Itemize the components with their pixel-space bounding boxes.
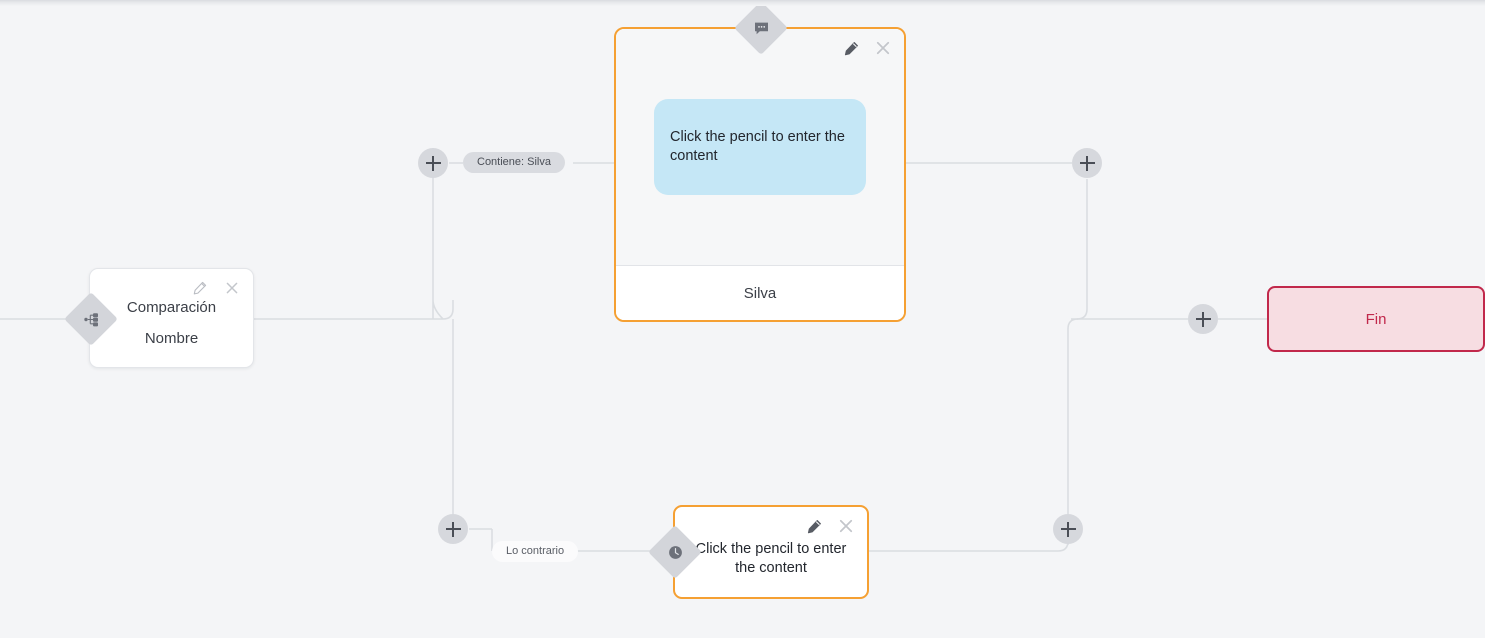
pencil-icon[interactable] bbox=[192, 280, 208, 296]
comparison-node-badge bbox=[64, 292, 118, 346]
edge-label-branch-true[interactable]: Contiene: Silva bbox=[463, 152, 565, 173]
message-node-footer: Silva bbox=[616, 265, 904, 320]
close-icon[interactable] bbox=[224, 280, 240, 296]
message-bubble-text: Click the pencil to enter the content bbox=[670, 129, 845, 164]
pencil-icon[interactable] bbox=[843, 40, 859, 56]
branch-split-icon bbox=[72, 300, 110, 338]
window-top-edge bbox=[0, 0, 1485, 6]
close-icon[interactable] bbox=[838, 518, 854, 534]
add-node-before-end[interactable] bbox=[1188, 304, 1218, 334]
add-node-bottom-right[interactable] bbox=[1053, 514, 1083, 544]
wait-node[interactable]: Click the pencil to enter the content bbox=[673, 505, 869, 599]
add-node-bottom-left[interactable] bbox=[438, 514, 468, 544]
wait-node-badge bbox=[648, 525, 702, 579]
close-icon[interactable] bbox=[875, 40, 891, 56]
comparison-node[interactable]: Comparación Nombre bbox=[89, 268, 254, 368]
message-node-actions bbox=[843, 40, 891, 56]
comparison-node-title: Comparación bbox=[126, 298, 217, 316]
message-bubble[interactable]: Click the pencil to enter the content bbox=[654, 99, 866, 195]
message-node[interactable]: Click the pencil to enter the content Si… bbox=[614, 27, 906, 322]
wait-node-text: Click the pencil to enter the content bbox=[695, 541, 847, 576]
add-node-top-left[interactable] bbox=[418, 148, 448, 178]
comparison-node-subtitle: Nombre bbox=[144, 329, 199, 347]
comparison-node-actions bbox=[192, 280, 240, 296]
message-node-badge bbox=[734, 1, 788, 55]
end-node-label: Fin bbox=[1365, 310, 1387, 328]
add-node-top-right[interactable] bbox=[1072, 148, 1102, 178]
clock-icon bbox=[656, 533, 694, 571]
message-node-footer-label: Silva bbox=[743, 284, 777, 302]
pencil-icon[interactable] bbox=[806, 518, 822, 534]
chat-bubble-icon bbox=[742, 9, 780, 47]
edge-label-branch-false[interactable]: Lo contrario bbox=[492, 541, 579, 562]
wait-node-actions bbox=[806, 518, 854, 534]
message-node-body: Click the pencil to enter the content bbox=[616, 29, 904, 265]
end-node[interactable]: Fin bbox=[1267, 286, 1485, 352]
